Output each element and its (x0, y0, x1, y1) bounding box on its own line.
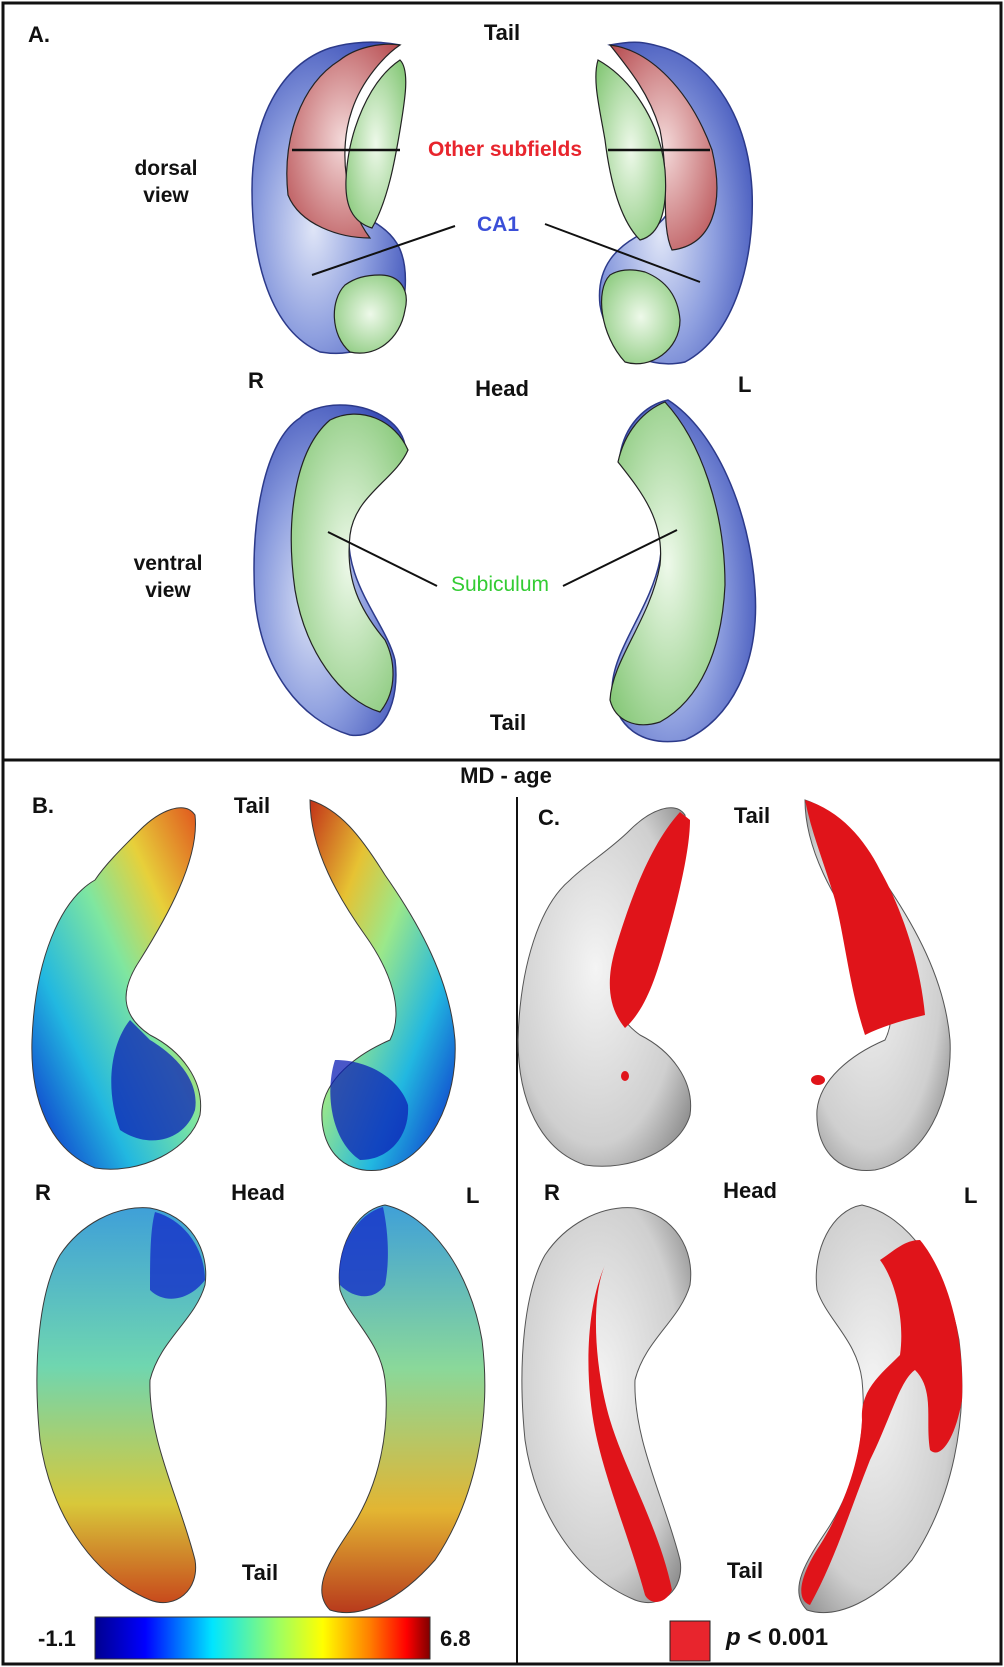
panel-a-tail-top: Tail (483, 20, 521, 45)
leader-ca1-l (544, 223, 701, 283)
panel-c-left-label: L (964, 1183, 978, 1208)
panel-a-ventral-view-label: ventral view (118, 550, 218, 604)
colorbar-min-label: -1.1 (38, 1626, 76, 1651)
panel-b-tail-top: Tail (233, 793, 271, 818)
colorbar (94, 1616, 431, 1660)
dorsal-left-hippocampus (595, 41, 754, 365)
ventral-label-line1: ventral (133, 552, 203, 575)
md-age-map-dorsal-left (309, 799, 456, 1172)
legend-p-symbol: p (726, 1624, 741, 1651)
panel-b-tail-bottom: Tail (241, 1560, 279, 1585)
md-age-map-ventral-right (36, 1207, 207, 1604)
panel-a-dorsal-view-label: dorsal view (122, 155, 210, 209)
leader-ca1-r (311, 225, 456, 276)
dorsal-label-line2: view (143, 184, 189, 207)
md-age-map-ventral-left (321, 1204, 486, 1614)
panel-b-letter: B. (32, 793, 54, 818)
dorsal-right-hippocampus (251, 41, 407, 354)
panel-c-head-label: Head (723, 1178, 777, 1203)
panel-a-head-label: Head (475, 376, 529, 401)
panel-a-left-label: L (738, 372, 752, 397)
legend-swatch (669, 1620, 711, 1662)
panel-b-left-label: L (466, 1183, 480, 1208)
panel-b-head-label: Head (231, 1180, 285, 1205)
panel-c-tail-top: Tail (733, 803, 771, 828)
panel-a-right-label: R (248, 368, 264, 393)
label-other-subfields: Other subfields (427, 138, 583, 161)
ventral-right-hippocampus (253, 404, 409, 737)
colorbar-max-label: 6.8 (440, 1626, 471, 1651)
ventral-left-hippocampus (609, 399, 757, 743)
sig-map-dorsal-left (804, 799, 951, 1172)
panel-bc-border (1, 758, 1003, 1666)
panel-bc-heading: MD - age (460, 763, 552, 788)
sig-map-ventral-right (521, 1207, 692, 1604)
ventral-label-line2: view (145, 579, 191, 602)
panel-b-right-label: R (35, 1180, 51, 1205)
label-subiculum: Subiculum (450, 573, 550, 596)
panel-c-right-label: R (544, 1180, 560, 1205)
dorsal-label-line1: dorsal (134, 157, 198, 180)
md-age-map-dorsal-right (31, 807, 202, 1170)
label-ca1: CA1 (476, 213, 520, 236)
sig-map-dorsal-right (517, 807, 692, 1167)
panel-c-letter: C. (538, 805, 560, 830)
legend-threshold: < 0.001 (740, 1624, 829, 1651)
panel-a-letter: A. (28, 22, 50, 47)
sig-map-ventral-left (798, 1204, 963, 1614)
legend-label: p < 0.001 (726, 1624, 828, 1652)
leader-subiculum-r (327, 531, 438, 587)
panel-a-tail-bottom: Tail (489, 710, 527, 735)
leader-subiculum-l (562, 529, 678, 587)
panel-c-tail-bottom: Tail (726, 1558, 764, 1583)
